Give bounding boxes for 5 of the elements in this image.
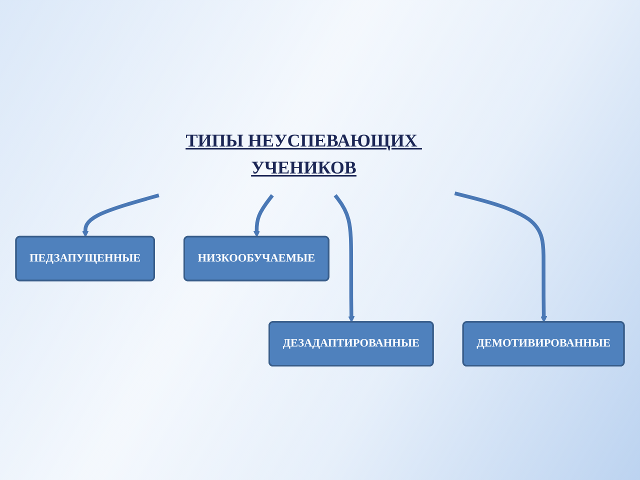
arrow bbox=[82, 194, 160, 238]
arrow bbox=[253, 194, 274, 238]
arrow bbox=[334, 194, 355, 323]
arrow bbox=[454, 191, 548, 323]
node-text: ТИПЫ НЕУСПЕВАЮЩИХ УЧЕНИКОВ bbox=[186, 131, 418, 178]
